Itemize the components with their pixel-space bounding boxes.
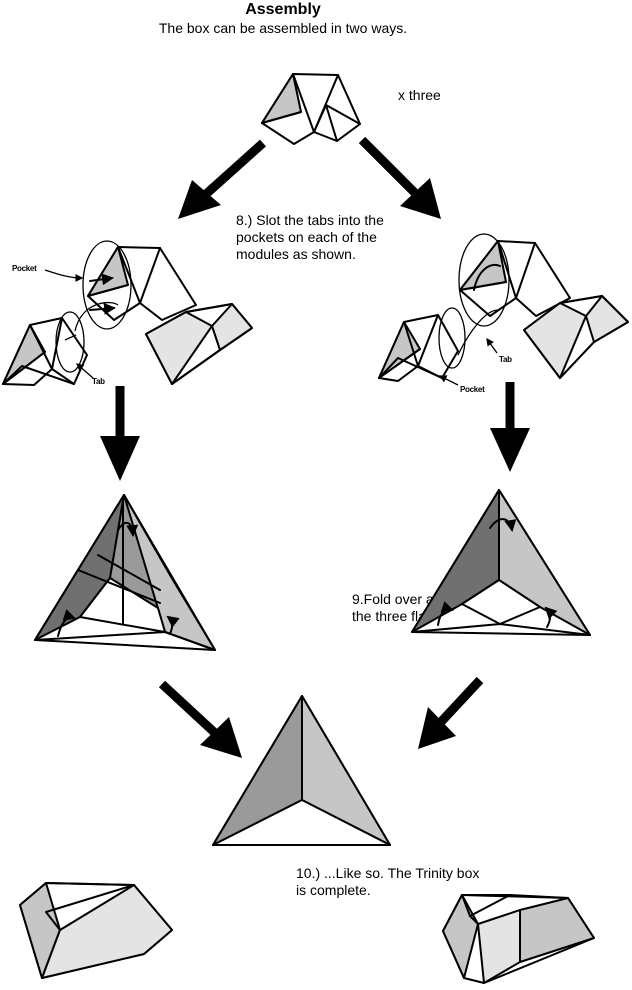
tab-label-left: Tab bbox=[92, 377, 105, 386]
left-assembly-step8 bbox=[2, 240, 253, 386]
arrow-down-right-3 bbox=[158, 680, 242, 758]
step-8-text: 8.) Slot the tabs into the pockets on ea… bbox=[236, 212, 384, 262]
left-pyramid-step9 bbox=[34, 494, 216, 651]
step-10-text: 10.) ...Like so. The Trinity box is comp… bbox=[296, 865, 480, 898]
module-top bbox=[261, 73, 361, 145]
final-box-step10 bbox=[212, 695, 391, 846]
right-assembly-step8 bbox=[378, 233, 629, 386]
page-subtitle: The box can be assembled in two ways. bbox=[158, 20, 408, 36]
arrow-down-left-3 bbox=[418, 676, 484, 749]
pocket-label-left: Pocket bbox=[12, 264, 37, 273]
page-title: Assembly bbox=[245, 1, 321, 18]
arrow-down-left-1 bbox=[178, 139, 267, 219]
open-box-left bbox=[19, 882, 173, 979]
right-pyramid-step9 bbox=[411, 489, 591, 636]
module-multiplier: x three bbox=[398, 87, 441, 103]
arrow-down-right-1 bbox=[358, 136, 441, 219]
pocket-label-right: Pocket bbox=[460, 385, 485, 394]
arrow-down-left-2 bbox=[100, 386, 140, 481]
arrow-down-right-2 bbox=[490, 382, 530, 472]
tab-label-right: Tab bbox=[499, 355, 512, 364]
open-box-right bbox=[442, 894, 595, 984]
